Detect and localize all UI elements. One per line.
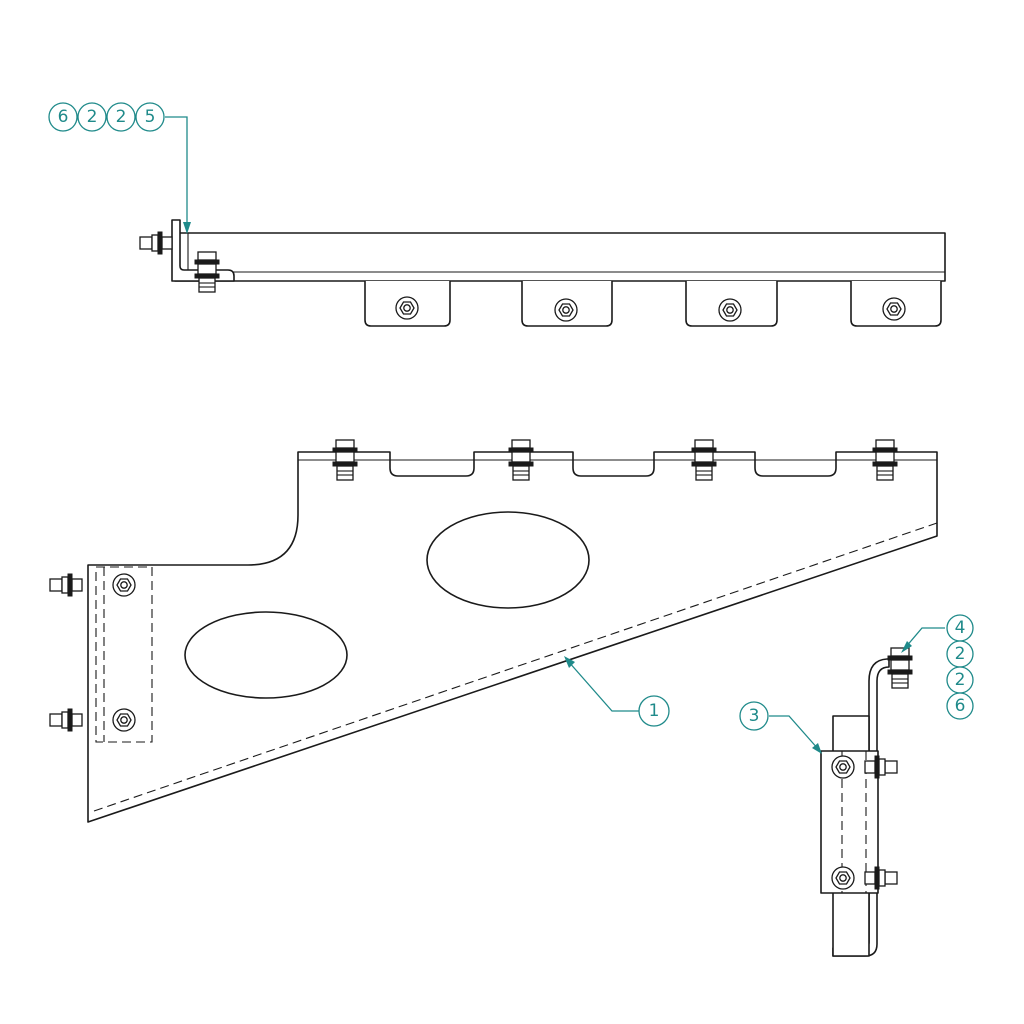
top-view-tab-4 bbox=[850, 281, 942, 327]
svg-text:3: 3 bbox=[749, 706, 760, 726]
side-view bbox=[820, 647, 913, 957]
top-view-angle-clip bbox=[171, 219, 235, 282]
side-nut-lower bbox=[831, 866, 855, 890]
balloon-top-1: 6 bbox=[48, 102, 78, 132]
balloon-top-3: 2 bbox=[106, 102, 136, 132]
balloon-top-2: 2 bbox=[77, 102, 107, 132]
balloon-group-top: 6 2 2 5 bbox=[48, 102, 165, 132]
balloon-right-4: 6 bbox=[946, 692, 974, 720]
hidden-clip-outline bbox=[95, 566, 153, 743]
front-bolt-top-2 bbox=[508, 439, 534, 481]
leader-part-1 bbox=[564, 656, 639, 712]
front-view bbox=[49, 439, 938, 823]
svg-text:5: 5 bbox=[145, 107, 156, 127]
lightening-hole-left bbox=[184, 611, 348, 699]
balloon-group-right: 4 2 2 6 bbox=[946, 614, 974, 720]
balloon-part-1: 1 bbox=[638, 695, 670, 727]
top-view-tab-3 bbox=[685, 281, 778, 327]
front-bolt-top-3 bbox=[691, 439, 717, 481]
top-view bbox=[139, 219, 946, 327]
front-bolt-left-upper bbox=[49, 573, 83, 597]
svg-text:6: 6 bbox=[955, 696, 966, 716]
bracket-plate bbox=[87, 451, 938, 823]
front-bolt-top-4 bbox=[872, 439, 898, 481]
top-view-rail bbox=[174, 232, 946, 282]
lightening-hole-right bbox=[426, 511, 590, 609]
leader-right-group bbox=[901, 627, 945, 653]
front-bolt-top-1 bbox=[332, 439, 358, 481]
side-nut-upper bbox=[831, 755, 855, 779]
balloon-right-2: 2 bbox=[946, 640, 974, 668]
svg-text:2: 2 bbox=[955, 670, 966, 690]
svg-text:4: 4 bbox=[955, 618, 966, 638]
leader-top-group bbox=[165, 116, 191, 234]
top-view-bolt-down bbox=[194, 251, 220, 293]
balloon-part-3: 3 bbox=[739, 701, 769, 731]
leader-part-3 bbox=[769, 715, 822, 754]
side-bolt-top bbox=[887, 647, 913, 689]
balloon-right-1: 4 bbox=[946, 614, 974, 642]
top-view-tab-2 bbox=[521, 281, 613, 327]
clip-nut-lower bbox=[112, 708, 136, 732]
svg-text:1: 1 bbox=[649, 701, 660, 721]
balloon-right-3: 2 bbox=[946, 666, 974, 694]
clip-nut-upper bbox=[112, 573, 136, 597]
svg-text:2: 2 bbox=[87, 107, 98, 127]
top-view-bolt-side bbox=[139, 231, 173, 255]
top-view-tab-1 bbox=[364, 281, 451, 327]
balloon-top-4: 5 bbox=[135, 102, 165, 132]
svg-text:2: 2 bbox=[955, 644, 966, 664]
front-bolt-left-lower bbox=[49, 708, 83, 732]
svg-text:6: 6 bbox=[58, 107, 69, 127]
bracket-flange-hidden bbox=[93, 522, 938, 812]
svg-text:2: 2 bbox=[116, 107, 127, 127]
